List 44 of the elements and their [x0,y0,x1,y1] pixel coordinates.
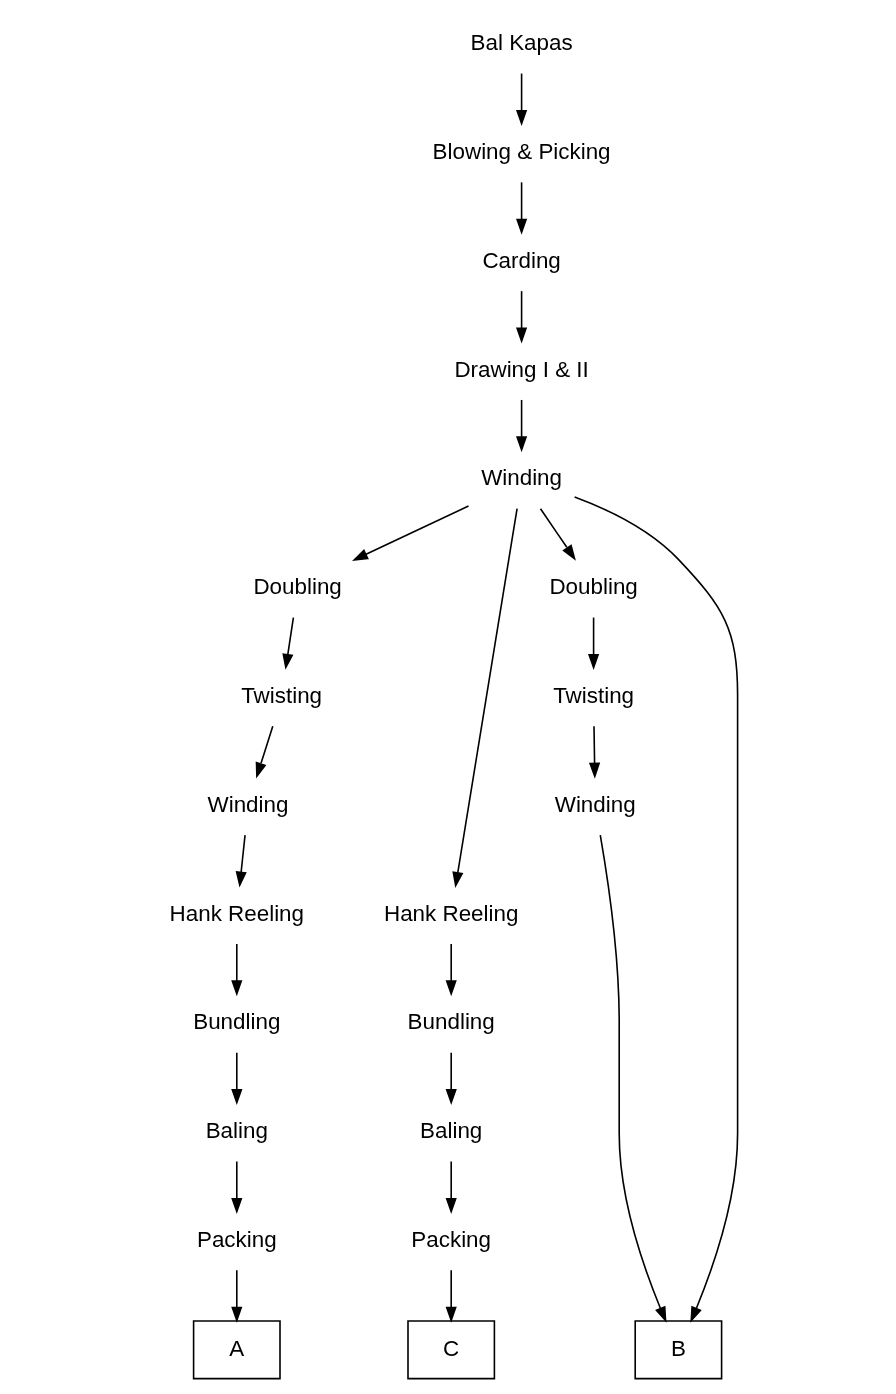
arrow [516,72,528,126]
arrow [231,1160,243,1214]
node-text: Bundling [193,1009,281,1035]
arrow [516,399,528,453]
node-text: Twisting [241,682,323,708]
arrow [445,943,457,997]
node-box: A [192,1320,281,1380]
node-box: B [634,1320,723,1380]
node-box: C [407,1320,496,1380]
node-text: Bal Kapas [470,30,573,56]
arrow [231,943,243,997]
node-text: Carding [482,247,561,273]
node-text: Winding [481,465,563,491]
arrow [452,507,518,888]
arrow [516,290,528,344]
arrow [516,181,528,235]
node-text: Packing [196,1226,277,1252]
node-text: Blowing & Picking [432,138,611,164]
node-text: Baling [205,1118,268,1144]
node-text: Twisting [553,682,635,708]
arrow [445,1160,457,1214]
arrow [255,725,274,779]
node-text: Drawing I & II [454,356,589,382]
node-text: Doubling [549,574,638,600]
node-text: Winding [207,791,289,817]
arrow [231,1051,243,1106]
node-text: Packing [411,1226,492,1252]
arrow [599,834,667,1323]
node-text: Hank Reeling [383,900,519,926]
arrow [573,496,739,1323]
node-text: Doubling [253,574,342,600]
arrow [235,834,247,888]
node-text: Winding [554,791,636,817]
arrow [282,616,295,670]
arrow [539,507,576,561]
node-text: Bundling [407,1009,495,1035]
arrow [445,1269,457,1323]
arrow [588,725,601,779]
node-text: Hank Reeling [169,900,305,926]
arrow [352,505,470,561]
node-text: Baling [420,1118,483,1144]
arrow [588,616,600,670]
arrow [445,1051,457,1106]
arrow [231,1269,243,1323]
